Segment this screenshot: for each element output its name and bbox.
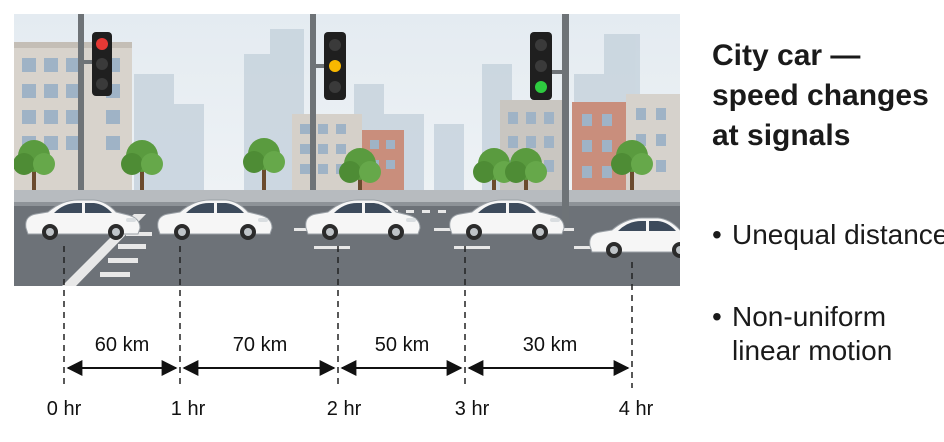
heading-line-2: speed changes — [712, 79, 929, 112]
heading-line-3: at signals — [712, 119, 851, 152]
bullet-2-line-1: Non-uniform — [732, 301, 887, 332]
bullet-1-line-1: Unequal distances — [732, 219, 944, 250]
traffic-light-green — [530, 14, 569, 226]
time-label-4hr: 4 hr — [618, 398, 654, 420]
heading-line-1: City car — — [712, 39, 861, 72]
bullet-2-line-2: linear motion — [732, 335, 893, 366]
traffic-light-yellow — [310, 14, 346, 190]
segment-label-4: 30 km — [522, 334, 578, 356]
traffic-light-red — [78, 14, 112, 190]
bullet-dot-icon: • — [712, 301, 722, 332]
bullet-dot-icon: • — [712, 219, 722, 250]
diagram-heading: City car — speed changes at signals — [712, 36, 932, 156]
street-scene-illustration — [14, 14, 680, 286]
time-label-0hr: 0 hr — [46, 398, 82, 420]
time-label-1hr: 1 hr — [170, 398, 206, 420]
time-label-2hr: 2 hr — [326, 398, 362, 420]
segment-label-2: 70 km — [232, 334, 288, 356]
time-label-3hr: 3 hr — [454, 398, 490, 420]
segment-label-1: 60 km — [94, 334, 150, 356]
segment-label-3: 50 km — [374, 334, 430, 356]
